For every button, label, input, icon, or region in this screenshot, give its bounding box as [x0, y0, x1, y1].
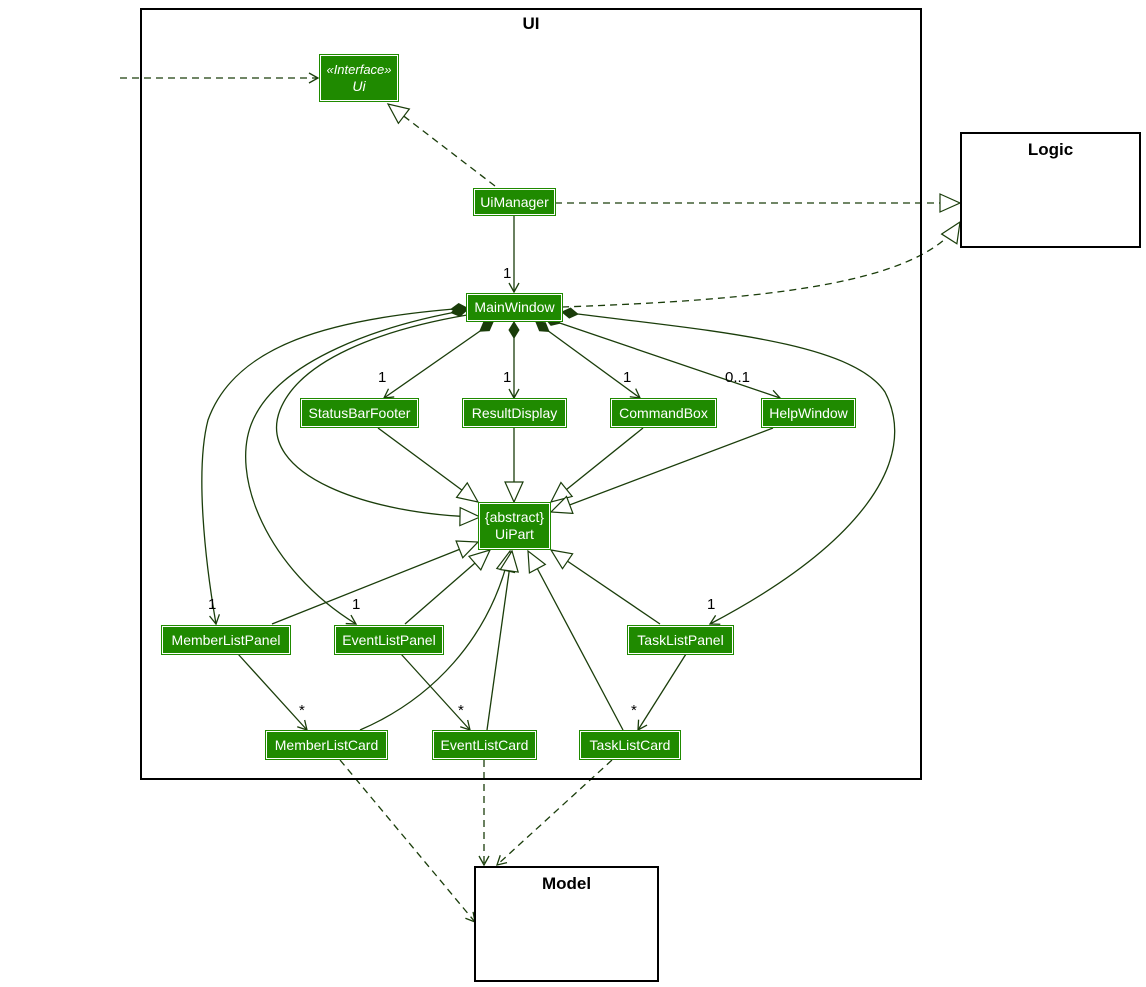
ui-package-title: UI — [522, 14, 540, 33]
mult-eventlistcard: * — [458, 702, 464, 719]
ui-interface-name: Ui — [352, 78, 366, 94]
ui-package: UI — [140, 8, 922, 780]
mult-statusbar: 1 — [378, 369, 387, 386]
eventlistcard-class: EventListCard — [432, 730, 537, 760]
logic-package-title: Logic — [1027, 140, 1074, 159]
tasklistcard-class: TaskListCard — [579, 730, 681, 760]
edge-tasklistpanel-extends-uipart — [549, 549, 661, 625]
model-package: Model — [474, 866, 659, 982]
commandbox-class: CommandBox — [610, 398, 717, 428]
edge-mainwindow-to-logic — [561, 220, 961, 308]
edge-mainwindow-tasklistpanel — [561, 307, 896, 625]
uipart-name: UiPart — [495, 526, 534, 542]
edge-tasklistpanel-card — [637, 653, 687, 732]
edge-commandbox-extends-uipart — [549, 427, 644, 503]
eventlistpanel-class: EventListPanel — [334, 625, 444, 655]
uimanager-class: UiManager — [473, 188, 556, 216]
statusbarfooter-class: StatusBarFooter — [300, 398, 419, 428]
mult-commandbox: 1 — [623, 369, 632, 386]
tasklistpanel-class: TaskListPanel — [627, 625, 734, 655]
logic-package: Logic — [960, 132, 1141, 248]
memberlistcard-class: MemberListCard — [265, 730, 388, 760]
edge-memberlistcard-extends-uipart — [359, 549, 516, 731]
edge-statusbar-extends-uipart — [377, 427, 480, 503]
uipart-class: {abstract} UiPart — [478, 502, 551, 550]
edge-eventlistpanel-card — [400, 653, 471, 731]
helpwindow-class: HelpWindow — [761, 398, 856, 428]
edge-memberlistpanel-card — [237, 653, 308, 731]
edge-memberlistpanel-extends-uipart — [271, 540, 480, 625]
ui-interface-class: «Interface» Ui — [319, 54, 399, 102]
mult-tasklistcard: * — [631, 702, 637, 719]
mult-memberlistcard: * — [299, 702, 305, 719]
edge-mainwindow-extends-uipart — [276, 314, 482, 527]
mult-uimanager-mainwindow: 1 — [503, 265, 512, 282]
mult-helpwindow: 0..1 — [725, 369, 751, 386]
mult-resultdisplay: 1 — [503, 369, 512, 386]
model-package-title: Model — [541, 874, 592, 893]
mainwindow-class: MainWindow — [466, 293, 563, 322]
edge-mainwindow-eventlistpanel — [245, 305, 468, 625]
resultdisplay-class: ResultDisplay — [462, 398, 567, 428]
edge-helpwindow-extends-uipart — [549, 427, 774, 514]
mult-eventlistpanel: 1 — [352, 596, 361, 613]
uipart-stereotype: {abstract} — [484, 509, 545, 525]
edge-uimanager-realizes-ui — [386, 103, 496, 187]
edge-memberlistcard-to-model — [339, 759, 476, 924]
ui-interface-stereotype: «Interface» — [326, 62, 392, 77]
edge-tasklistcard-to-model — [496, 759, 613, 866]
mult-memberlistpanel: 1 — [208, 596, 217, 613]
edge-eventlistcard-extends-uipart — [486, 549, 519, 731]
mult-tasklistpanel: 1 — [707, 596, 716, 613]
edge-tasklistcard-extends-uipart — [527, 549, 624, 731]
memberlistpanel-class: MemberListPanel — [161, 625, 291, 655]
edge-eventlistpanel-extends-uipart — [404, 549, 492, 625]
